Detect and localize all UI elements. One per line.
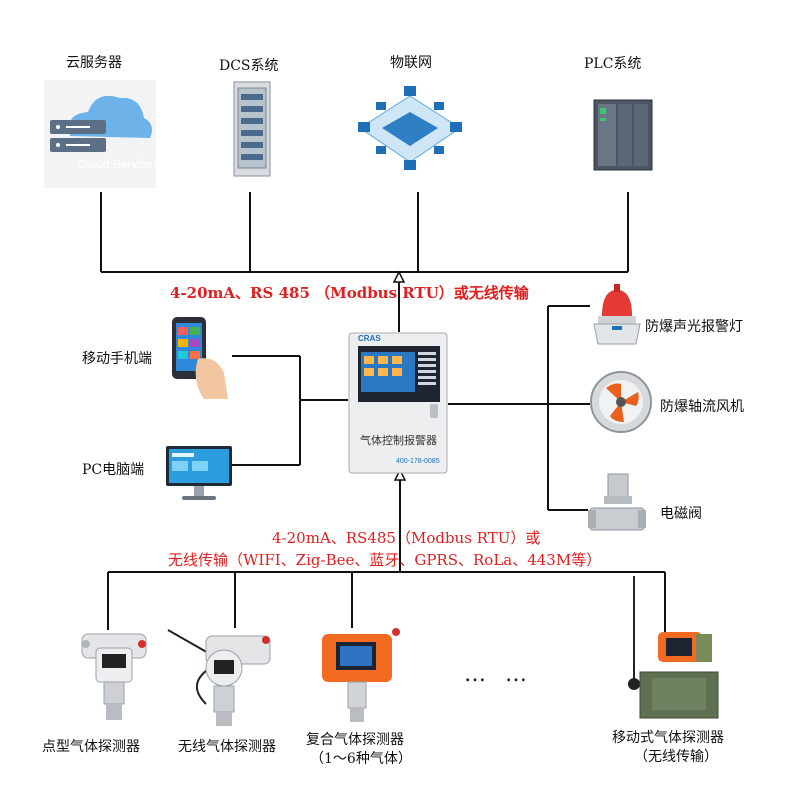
top-bus-label: 4-20mA、RS 485 （Modbus RTU）或无线传输 [170, 284, 529, 302]
more-detectors-ellipsis: … … [464, 662, 533, 687]
plc-module-icon [593, 99, 653, 171]
controller-label: 气体控制报警器 [360, 434, 437, 447]
cloud-server-icon: Cloud Services [44, 80, 156, 188]
controller-body [348, 332, 448, 474]
iot-network-icon [358, 86, 462, 170]
fan-label: 防爆轴流风机 [660, 399, 744, 415]
mobile-phone-label: 移动手机端 [82, 351, 152, 367]
controller-phone: 400-178-0085 [396, 458, 440, 465]
plc-label: PLC系统 [584, 56, 642, 72]
dcs-cabinet-icon [233, 81, 271, 177]
wireless-detector-label: 无线气体探测器 [178, 739, 276, 755]
wireless-detector-icon [167, 629, 271, 726]
bottom-bus-label-line2: 无线传输（WIFI、Zig-Bee、蓝牙、GPRS、RoLa、443M等） [168, 551, 602, 569]
mobile-phone-icon [172, 317, 228, 399]
controller-brand: CRAS [358, 334, 381, 343]
valve-label: 电磁阀 [660, 506, 702, 522]
pc-label: PC电脑端 [82, 462, 145, 478]
composite-detector-note: （1～6种气体） [310, 751, 412, 767]
mobile-detector-label: 移动式气体探测器 [612, 730, 724, 746]
mobile-detector-icon [628, 576, 719, 719]
iot-label: 物联网 [390, 55, 432, 71]
mobile-detector-note: （无线传输） [634, 749, 718, 765]
dcs-label: DCS系统 [219, 58, 279, 74]
pc-monitor-icon [166, 446, 232, 500]
alarm-light-label: 防爆声光报警灯 [645, 319, 743, 335]
point-detector-label: 点型气体探测器 [42, 739, 140, 755]
axial-fan-icon [590, 371, 652, 433]
bottom-bus-label-line1: 4-20mA、RS485（Modbus RTU）或 [272, 529, 541, 547]
composite-detector-label: 复合气体探测器 [306, 732, 404, 748]
solenoid-valve-icon [588, 473, 646, 531]
point-detector-icon [81, 633, 147, 720]
gas-controller-alarm: CRAS 气体控制报警器 400-178-0085 [348, 332, 448, 474]
cloud-caption: Cloud Services [78, 157, 156, 171]
alarm-light-icon [593, 284, 641, 345]
cloud-server-label: 云服务器 [66, 55, 122, 71]
composite-detector-icon [322, 628, 400, 722]
